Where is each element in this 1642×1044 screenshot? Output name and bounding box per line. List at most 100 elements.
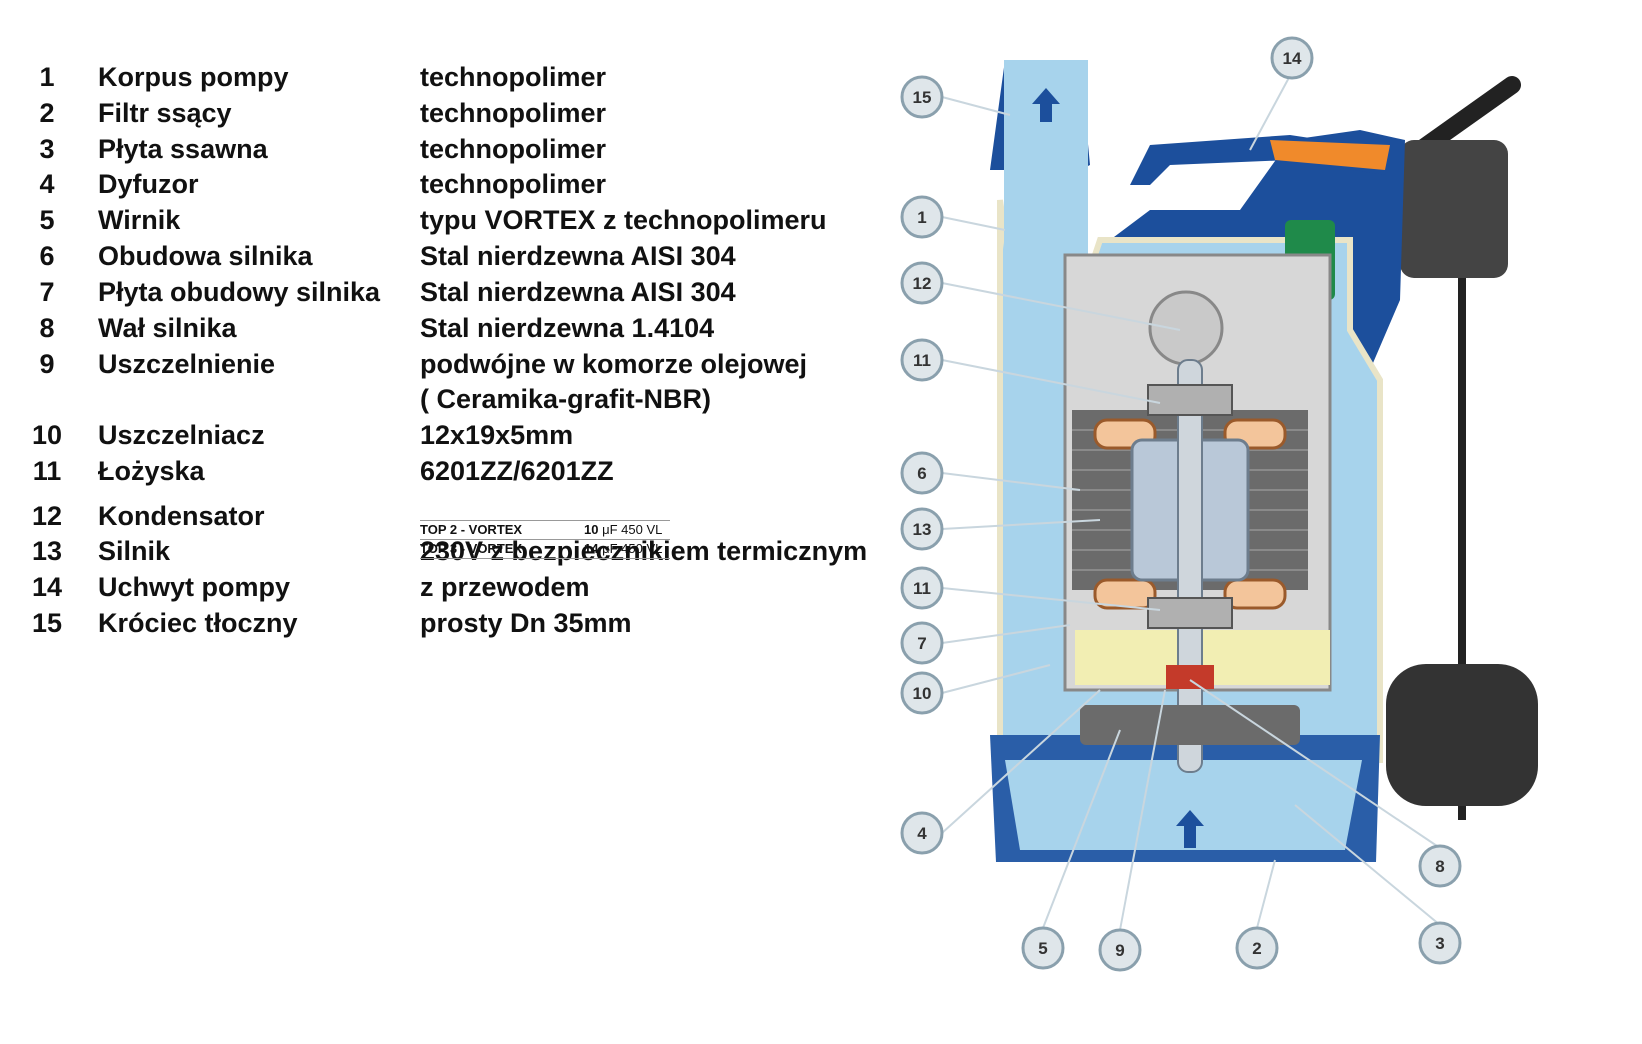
part-name: Uszczelnienie <box>98 349 276 379</box>
part-name: Kondensator <box>98 501 265 531</box>
part-number: 10 <box>31 420 63 450</box>
callout-4: 4 <box>900 811 944 855</box>
callout-13: 13 <box>900 507 944 551</box>
part-name: Króciec tłoczny <box>98 608 298 638</box>
callout-14: 14 <box>1270 36 1314 80</box>
pump-cross-section-diagram: 15 14 1 12 11 6 13 11 7 10 4 5 9 2 8 3 <box>900 36 1538 972</box>
callout-3: 3 <box>1418 921 1462 965</box>
part-name: Dyfuzor <box>98 169 199 199</box>
callout-15: 15 <box>900 75 944 119</box>
part-number: 13 <box>31 536 63 566</box>
part-material: Stal nierdzewna 1.4104 <box>420 313 715 343</box>
part-name: Wał silnika <box>98 313 237 343</box>
callout-11-lower: 11 <box>900 566 944 610</box>
callout-9: 9 <box>1098 928 1142 972</box>
svg-text:13: 13 <box>913 520 932 539</box>
inlet-arrow-icon <box>1176 810 1204 848</box>
part-number: 1 <box>39 62 55 92</box>
part-material: Stal nierdzewna AISI 304 <box>420 277 736 307</box>
part-number: 14 <box>31 572 63 602</box>
svg-text:9: 9 <box>1115 941 1124 960</box>
svg-text:3: 3 <box>1435 934 1444 953</box>
part-name: Uchwyt pompy <box>98 572 291 602</box>
coil-bottom-right <box>1223 578 1287 610</box>
handle-grip <box>1270 140 1390 170</box>
capacitor-value: 10 μF 450 VL <box>584 522 663 537</box>
capacitor-model: TOP 3 - VORTEX <box>420 541 523 556</box>
part-name: Wirnik <box>98 205 181 235</box>
part-number: 6 <box>39 241 55 271</box>
svg-text:14: 14 <box>1283 49 1302 68</box>
part-number: 3 <box>39 134 55 164</box>
part-name: Filtr ssący <box>98 98 232 128</box>
svg-text:4: 4 <box>917 824 927 843</box>
svg-text:11: 11 <box>913 351 931 370</box>
part-material: technopolimer <box>420 62 607 92</box>
part-number: 12 <box>31 501 63 531</box>
part-number: 5 <box>39 205 55 235</box>
part-number: 9 <box>39 349 55 379</box>
svg-text:12: 12 <box>913 274 932 293</box>
callout-2: 2 <box>1235 926 1279 970</box>
part-material: 6201ZZ/6201ZZ <box>420 456 614 486</box>
callout-11-upper: 11 <box>900 338 944 382</box>
capacitor-spec-table: TOP 2 - VORTEX 10 μF 450 VL TOP 3 - VORT… <box>420 520 670 559</box>
part-material: typu VORTEX z technopolimeru <box>420 205 827 235</box>
part-name: Łożyska <box>98 456 205 486</box>
part-number: 7 <box>39 277 55 307</box>
capacitor-row: TOP 2 - VORTEX 10 μF 450 VL <box>420 520 670 539</box>
svg-text:10: 10 <box>913 684 932 703</box>
callout-8: 8 <box>1418 844 1462 888</box>
outlet-arrow-icon <box>1032 88 1060 122</box>
callout-6: 6 <box>900 451 944 495</box>
part-material: technopolimer <box>420 98 607 128</box>
capacitor-model: TOP 2 - VORTEX <box>420 522 523 537</box>
part-material: technopolimer <box>420 169 607 199</box>
part-number: 15 <box>31 608 63 638</box>
part-material: podwójne w komorze olejowej <box>420 349 808 379</box>
part-number: 4 <box>39 169 55 199</box>
part-material: 12x19x5mm <box>420 420 574 450</box>
leader-lines <box>941 71 1441 931</box>
part-name: Obudowa silnika <box>98 241 313 271</box>
callout-12: 12 <box>900 261 944 305</box>
svg-text:7: 7 <box>917 634 926 653</box>
svg-text:5: 5 <box>1038 939 1047 958</box>
callout-7: 7 <box>900 621 944 665</box>
part-name: Korpus pompy <box>98 62 289 92</box>
part-number: 11 <box>32 456 62 486</box>
part-name: Płyta obudowy silnika <box>98 277 381 307</box>
part-number: 2 <box>39 98 55 128</box>
callout-10: 10 <box>900 671 944 715</box>
capacitor-value: 14 μF 450 VL <box>584 541 663 556</box>
part-material: ( Ceramika-grafit-NBR) <box>420 384 712 414</box>
capacitor-row: TOP 3 - VORTEX 14 μF 450 VL <box>420 539 670 559</box>
svg-text:1: 1 <box>917 208 926 227</box>
part-name: Uszczelniacz <box>98 420 265 450</box>
base-inner <box>1005 760 1362 850</box>
float-housing <box>1400 140 1508 278</box>
capacitor <box>1148 290 1224 366</box>
coil-bottom-left <box>1093 578 1157 610</box>
part-name: Płyta ssawna <box>98 134 268 164</box>
part-number: 8 <box>39 313 55 343</box>
part-name: Silnik <box>98 536 171 566</box>
upper-bearing <box>1147 384 1233 416</box>
part-material: Stal nierdzewna AISI 304 <box>420 241 736 271</box>
part-material: 230V z bezpiecznikiem termicznym <box>420 536 868 566</box>
part-material: prosty Dn 35mm <box>420 608 632 638</box>
callout-1: 1 <box>900 195 944 239</box>
part-material: technopolimer <box>420 134 607 164</box>
svg-text:8: 8 <box>1435 857 1444 876</box>
svg-text:2: 2 <box>1252 939 1261 958</box>
impeller <box>1080 705 1300 745</box>
parts-list: 1 Korpus pompy technopolimer 2 Filtr ssący te… <box>0 0 920 700</box>
part-material: z przewodem <box>420 572 590 602</box>
float-weight <box>1386 664 1538 806</box>
shaft-seal <box>1166 665 1214 689</box>
svg-text:11: 11 <box>913 579 931 598</box>
svg-text:15: 15 <box>913 88 932 107</box>
callout-5: 5 <box>1021 926 1065 970</box>
lower-bearing <box>1147 597 1233 629</box>
svg-text:6: 6 <box>917 464 926 483</box>
